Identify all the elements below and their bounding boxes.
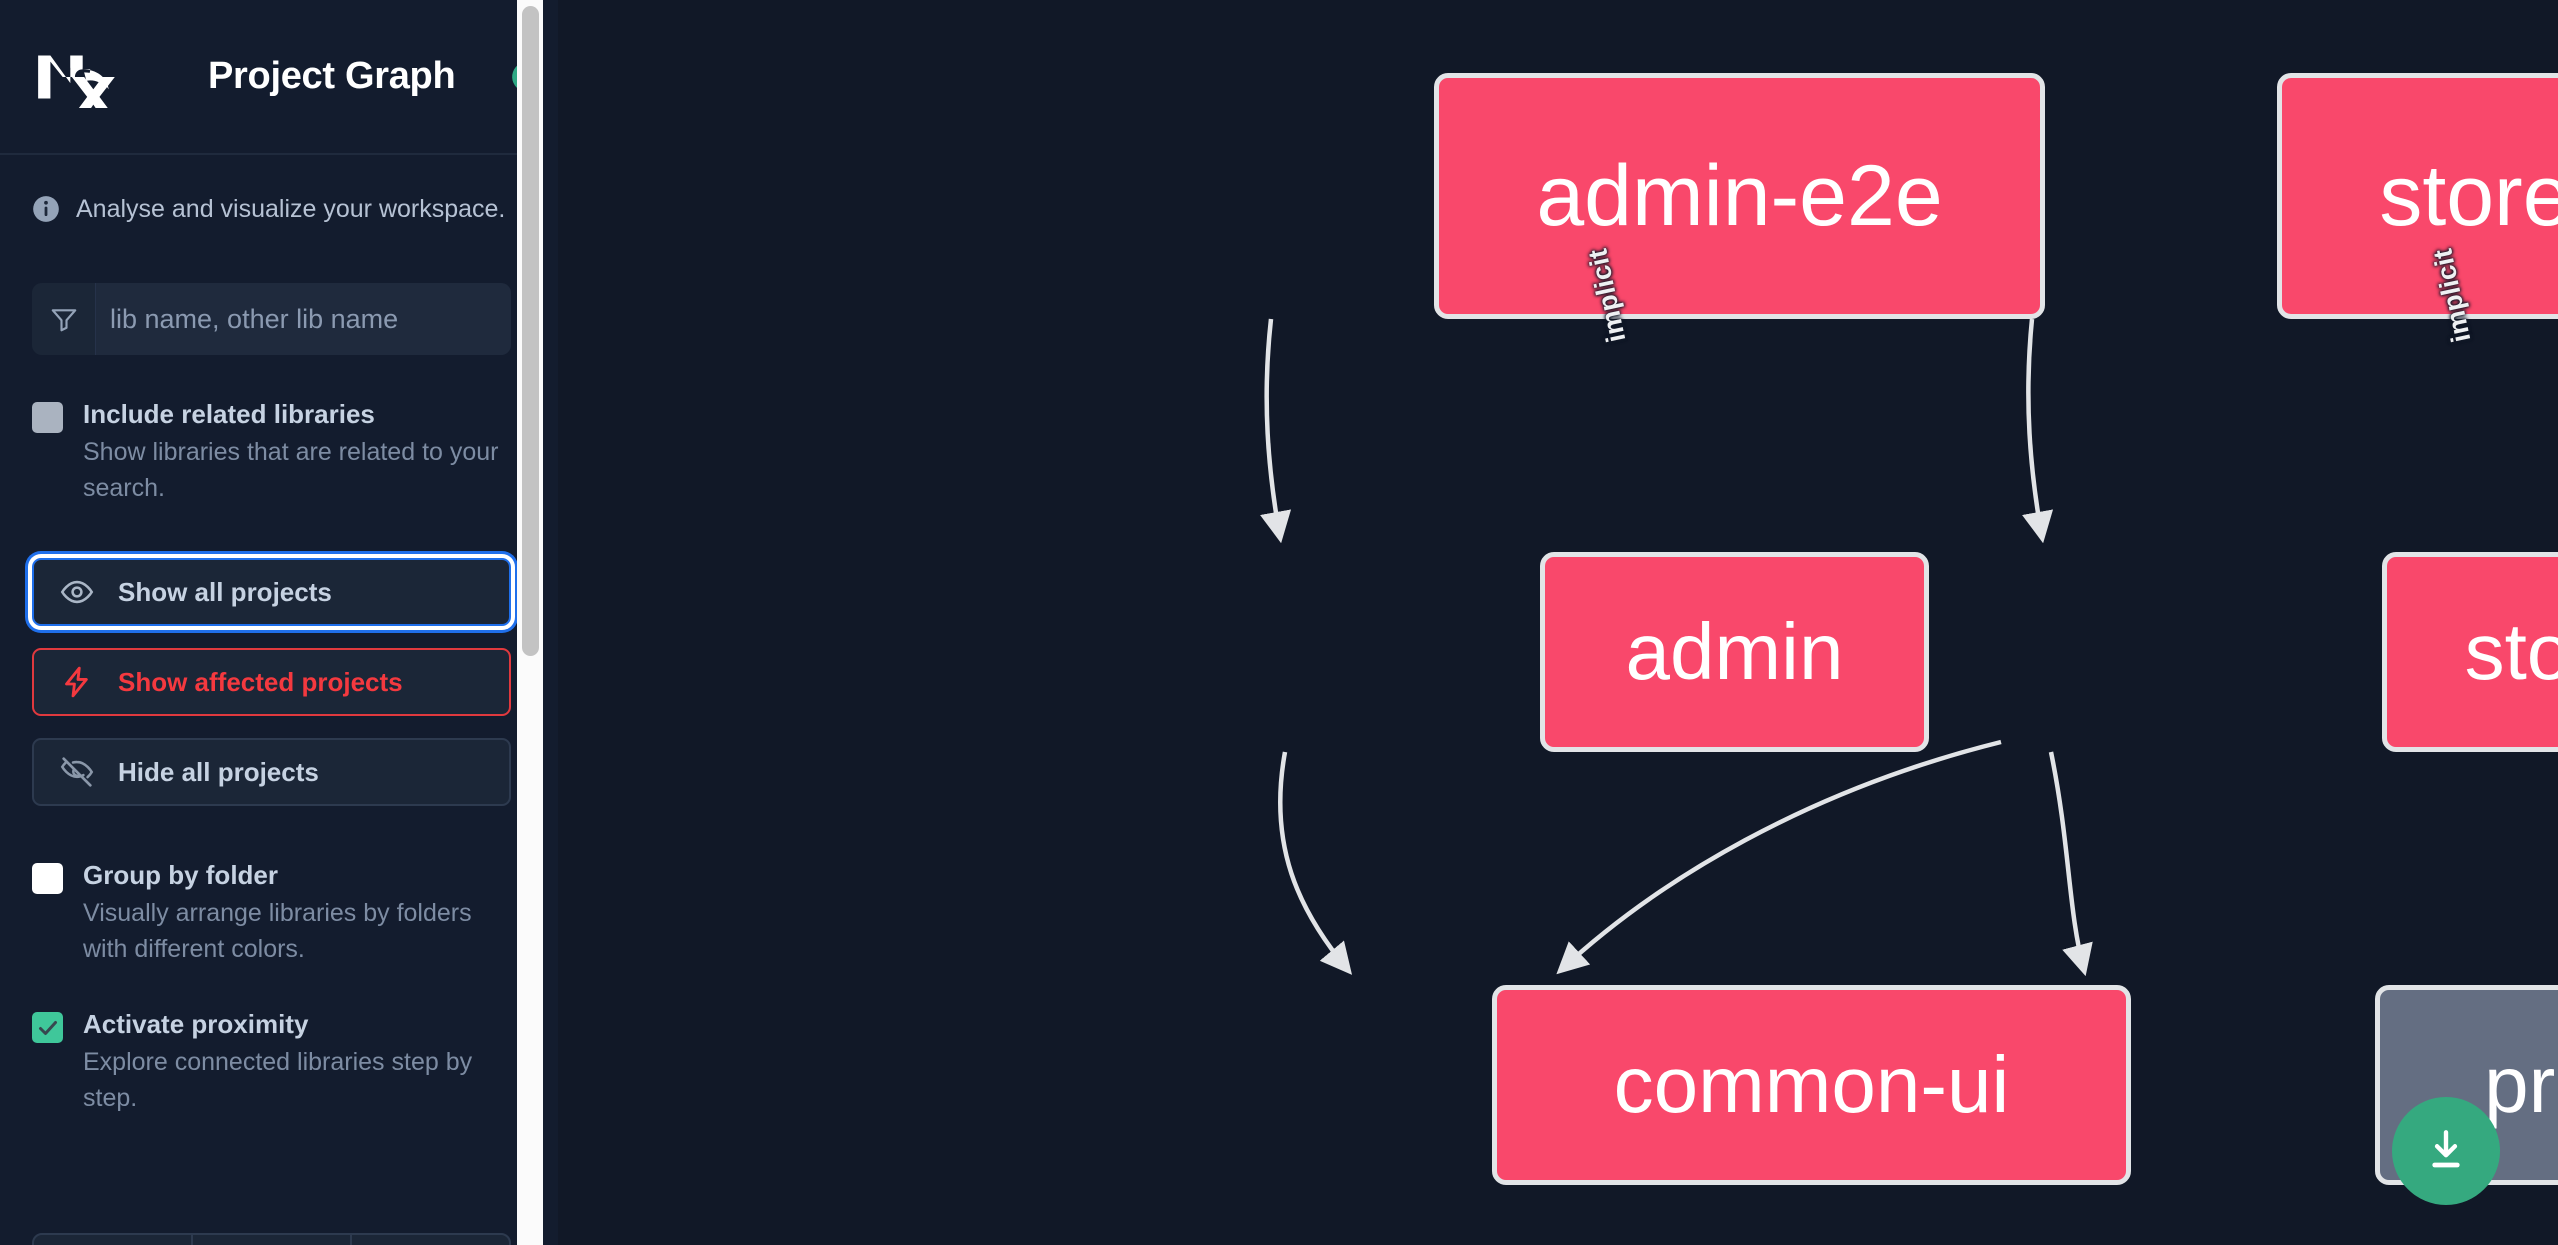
graph-node-products[interactable]: products bbox=[2375, 985, 2558, 1185]
edge-store-common-ui bbox=[1556, 739, 2002, 975]
activate-proximity-checkbox[interactable] bbox=[32, 1012, 63, 1044]
edge-admin-e2e-admin bbox=[1260, 318, 1292, 544]
proximity-step-increase[interactable] bbox=[352, 1235, 509, 1245]
lightning-icon bbox=[60, 665, 94, 699]
nx-logo bbox=[32, 46, 124, 109]
node-label: products bbox=[2484, 1040, 2558, 1129]
proximity-stepper-group[interactable] bbox=[32, 1233, 511, 1245]
checkbox-row-include-related-libraries[interactable]: Include related libraries Show libraries… bbox=[32, 397, 511, 506]
sidebar-scrollbar-thumb[interactable] bbox=[522, 6, 539, 656]
button-label: Hide all projects bbox=[118, 756, 319, 787]
edge-admin-common-ui bbox=[1277, 751, 1353, 975]
eye-icon bbox=[60, 575, 94, 609]
graph-node-common-ui[interactable]: common-ui bbox=[1492, 985, 2131, 1185]
show-affected-projects-button[interactable]: Show affected projects bbox=[32, 648, 511, 717]
sidebar: Project Graph Analy bbox=[0, 0, 558, 1245]
hide-all-projects-button[interactable]: Hide all projects bbox=[32, 738, 511, 807]
check-icon bbox=[32, 1012, 63, 1043]
graph-node-store[interactable]: store bbox=[2382, 552, 2558, 752]
checkbox-description: Explore connected libraries step by step… bbox=[83, 1048, 473, 1112]
download-graph-button[interactable] bbox=[2392, 1097, 2500, 1205]
graph-node-store-e2e[interactable]: store-e2e bbox=[2277, 73, 2558, 319]
checkbox-description: Show libraries that are related to your … bbox=[83, 438, 499, 502]
activate-proximity-text: Activate proximity Explore connected lib… bbox=[83, 1007, 511, 1116]
sidebar-body: Analyse and visualize your workspace. In… bbox=[0, 189, 543, 1245]
node-label: store bbox=[2464, 607, 2558, 696]
tagline: Analyse and visualize your workspace. bbox=[32, 189, 511, 229]
checkbox-row-group-by-folder[interactable]: Group by folder Visually arrange librari… bbox=[32, 858, 511, 967]
page-title: Project Graph bbox=[208, 55, 456, 97]
group-by-folder-text: Group by folder Visually arrange librari… bbox=[83, 858, 511, 967]
checkbox-row-activate-proximity[interactable]: Activate proximity Explore connected lib… bbox=[32, 1007, 511, 1116]
visibility-button-group: Show all projects Show affected projects bbox=[32, 558, 511, 807]
graph-node-admin-e2e[interactable]: admin-e2e bbox=[1434, 73, 2045, 319]
checkbox-label: Group by folder bbox=[83, 860, 278, 891]
button-label: Show affected projects bbox=[118, 666, 403, 697]
search-input[interactable] bbox=[96, 283, 511, 355]
node-label: admin bbox=[1625, 607, 1844, 696]
eye-off-icon bbox=[60, 755, 94, 789]
sidebar-header: Project Graph bbox=[0, 0, 543, 155]
button-label: Show all projects bbox=[118, 576, 332, 607]
include-related-libraries-text: Include related libraries Show libraries… bbox=[83, 397, 511, 506]
search-box[interactable] bbox=[32, 283, 511, 355]
edge-store-products bbox=[2048, 751, 2093, 977]
node-label: store-e2e bbox=[2379, 147, 2558, 244]
include-related-libraries-checkbox[interactable] bbox=[32, 402, 63, 433]
graph-canvas[interactable]: admin-e2e store-e2e admin store common-u… bbox=[558, 0, 2558, 1245]
download-icon bbox=[2421, 1125, 2471, 1178]
filter-icon bbox=[32, 283, 96, 355]
group-by-folder-checkbox[interactable] bbox=[32, 863, 63, 895]
node-label: common-ui bbox=[1613, 1040, 2010, 1129]
proximity-step-decrease[interactable] bbox=[34, 1235, 193, 1245]
edge-store-e2e-store bbox=[2022, 318, 2054, 544]
node-label: admin-e2e bbox=[1536, 147, 1943, 244]
graph-edges bbox=[1260, 318, 2093, 977]
checkbox-label: Include related libraries bbox=[83, 399, 375, 429]
checkbox-description: Visually arrange libraries by folders wi… bbox=[83, 899, 472, 963]
show-all-projects-button[interactable]: Show all projects bbox=[32, 558, 511, 627]
checkbox-label: Activate proximity bbox=[83, 1009, 309, 1040]
sidebar-scrollbar-track[interactable] bbox=[517, 0, 543, 1245]
info-icon bbox=[32, 195, 60, 223]
proximity-step-value[interactable] bbox=[193, 1235, 352, 1245]
graph-node-admin[interactable]: admin bbox=[1540, 552, 1929, 752]
tagline-text: Analyse and visualize your workspace. bbox=[76, 194, 506, 223]
